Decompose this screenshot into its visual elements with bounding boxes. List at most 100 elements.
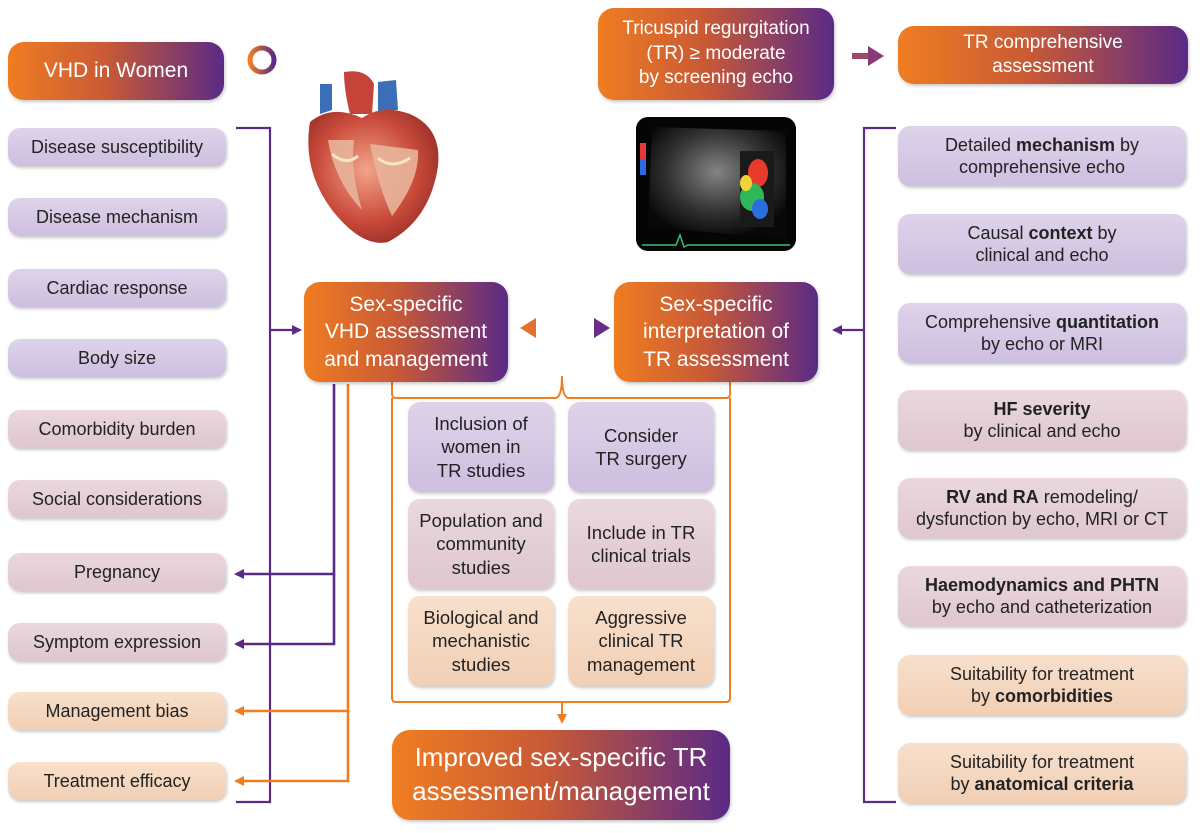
left-factor-label: Management bias <box>45 700 189 721</box>
right-item-text: by <box>1092 222 1117 243</box>
grid-line: Inclusion of <box>434 413 528 435</box>
right-item-suitability-anatomical: Suitability for treatment by anatomical … <box>898 743 1186 803</box>
grid-line: clinical trials <box>591 545 691 566</box>
left-factor-management-bias: Management bias <box>8 692 226 730</box>
sex-specific-tr-interpretation-box: Sex-specific interpretation of TR assess… <box>614 282 818 382</box>
tr-interpretation-line-3: TR assessment <box>643 347 789 371</box>
left-factor-comorbidity-burden: Comorbidity burden <box>8 410 226 448</box>
left-factor-body-size: Body size <box>8 339 226 377</box>
right-item-text: Comprehensive <box>924 311 1057 332</box>
tr-screening-line-1: Tricuspid regurgitation <box>622 17 810 39</box>
grid-line: community <box>436 533 526 555</box>
improved-line-2: assessment/management <box>412 776 710 806</box>
right-item-bold: anatomical criteria <box>974 774 1134 794</box>
grid-aggressive-clinical-management: Aggressive clinical TR management <box>568 596 714 686</box>
grid-line: women in <box>441 436 521 458</box>
right-item-line-2: comprehensive echo <box>958 157 1126 177</box>
tr-comprehensive-line-2: assessment <box>992 56 1094 77</box>
right-item-rv-ra-remodeling: RV and RA remodeling/ dysfunction by ech… <box>898 478 1186 538</box>
tr-screening-line-2: (TR) ≥ moderate <box>646 42 786 64</box>
right-item-haemodynamics: Haemodynamics and PHTN by echo and cathe… <box>898 566 1186 626</box>
grid-line: management <box>587 653 695 675</box>
right-bracket-line <box>862 126 896 804</box>
grid-line: mechanistic <box>432 630 530 652</box>
right-item-bold: comorbidities <box>994 686 1114 706</box>
improved-line-1: Improved sex-specific TR <box>414 742 708 773</box>
vhd-in-women-box: VHD in Women <box>8 42 224 100</box>
right-item-suitability-comorbidities: Suitability for treatment by comorbiditi… <box>898 655 1186 715</box>
right-item-line-2: by echo or MRI <box>980 334 1104 354</box>
vhd-assessment-line-3: and management <box>324 347 488 371</box>
left-factor-treatment-efficacy: Treatment efficacy <box>8 762 226 800</box>
pregnancy-arrow <box>234 384 336 579</box>
left-factor-label: Symptom expression <box>32 631 202 652</box>
grid-line: studies <box>451 653 511 675</box>
vhd-assessment-line-1: Sex-specific <box>349 293 463 317</box>
center-brace <box>391 375 731 399</box>
right-item-text: by <box>970 686 995 706</box>
right-item-text: by <box>1115 134 1140 155</box>
tr-comprehensive-box: TR comprehensive assessment <box>898 26 1188 84</box>
left-factor-label: Social considerations <box>31 488 203 509</box>
right-item-text: Detailed <box>944 134 1016 155</box>
right-item-bold: RV and RA <box>946 486 1039 507</box>
left-factor-label: Pregnancy <box>73 561 161 582</box>
left-factor-label: Treatment efficacy <box>43 770 191 791</box>
right-item-text: remodeling/ <box>1038 486 1138 507</box>
right-item-line-2: by clinical and echo <box>963 421 1121 441</box>
left-factor-disease-mechanism: Disease mechanism <box>8 198 226 236</box>
right-item-bold: mechanism <box>1015 134 1116 155</box>
grid-consider-tr-surgery: Consider TR surgery <box>568 402 714 492</box>
sex-specific-vhd-assessment-box: Sex-specific VHD assessment and manageme… <box>304 282 508 382</box>
echocardiogram-image <box>636 117 796 251</box>
right-item-text: by <box>950 774 975 794</box>
grid-population-community-studies: Population and community studies <box>408 499 554 589</box>
right-item-quantitation: Comprehensive quantitation by echo or MR… <box>898 303 1186 363</box>
tr-interpretation-line-1: Sex-specific <box>659 293 773 317</box>
right-item-line-2: by echo and catheterization <box>931 597 1153 617</box>
female-symbol-icon <box>247 45 277 94</box>
right-item-bold: context <box>1028 222 1093 243</box>
grid-line: TR surgery <box>595 448 687 469</box>
vhd-assessment-line-2: VHD assessment <box>324 320 488 344</box>
grid-inclusion-of-women: Inclusion of women in TR studies <box>408 402 554 492</box>
grid-line: TR studies <box>436 459 526 481</box>
right-item-text: Causal <box>967 222 1029 243</box>
grid-line: Aggressive <box>595 607 687 629</box>
right-item-line-2: clinical and echo <box>975 245 1109 265</box>
tr-screening-line-3: by screening echo <box>638 67 794 89</box>
right-item-hf-severity: HF severity by clinical and echo <box>898 390 1186 450</box>
grid-line: Consider <box>603 424 679 446</box>
grid-include-in-tr-trials: Include in TR clinical trials <box>568 499 714 589</box>
left-factor-label: Cardiac response <box>46 277 188 298</box>
left-factor-cardiac-response: Cardiac response <box>8 269 226 307</box>
grid-line: Biological and <box>423 607 539 629</box>
improved-outcome-box: Improved sex-specific TR assessment/mana… <box>392 730 730 820</box>
left-factor-label: Disease susceptibility <box>30 136 204 157</box>
right-item-bold: quantitation <box>1056 311 1160 332</box>
tr-comprehensive-line-1: TR comprehensive <box>963 32 1123 54</box>
heart-anatomy-illustration <box>308 71 439 243</box>
grid-line: Include in TR <box>586 521 696 543</box>
tr-interpretation-line-2: interpretation of <box>643 320 789 344</box>
grid-line: studies <box>451 556 511 578</box>
left-factor-symptom-expression: Symptom expression <box>8 623 226 661</box>
left-factor-label: Disease mechanism <box>35 206 199 227</box>
right-item-text: Suitability for treatment <box>949 663 1135 684</box>
symptom-arrow <box>234 574 336 649</box>
grid-line: Population and <box>419 510 543 532</box>
top-arrow-head <box>868 46 884 66</box>
double-arrow-right-head <box>594 318 610 338</box>
treatment-efficacy-arrow <box>234 711 350 786</box>
tr-screening-box: Tricuspid regurgitation (TR) ≥ moderate … <box>598 8 834 100</box>
left-factor-label: Body size <box>77 347 157 368</box>
left-factor-pregnancy: Pregnancy <box>8 553 226 591</box>
right-item-bold: Haemodynamics and PHTN <box>924 574 1160 595</box>
grid-line: clinical TR <box>598 630 684 652</box>
double-arrow-left-head <box>520 318 536 338</box>
vhd-in-women-label: VHD in Women <box>43 58 189 82</box>
left-bracket-line <box>236 126 272 804</box>
right-item-context: Causal context by clinical and echo <box>898 214 1186 274</box>
left-factor-social-considerations: Social considerations <box>8 480 226 518</box>
left-factor-label: Comorbidity burden <box>38 418 196 439</box>
